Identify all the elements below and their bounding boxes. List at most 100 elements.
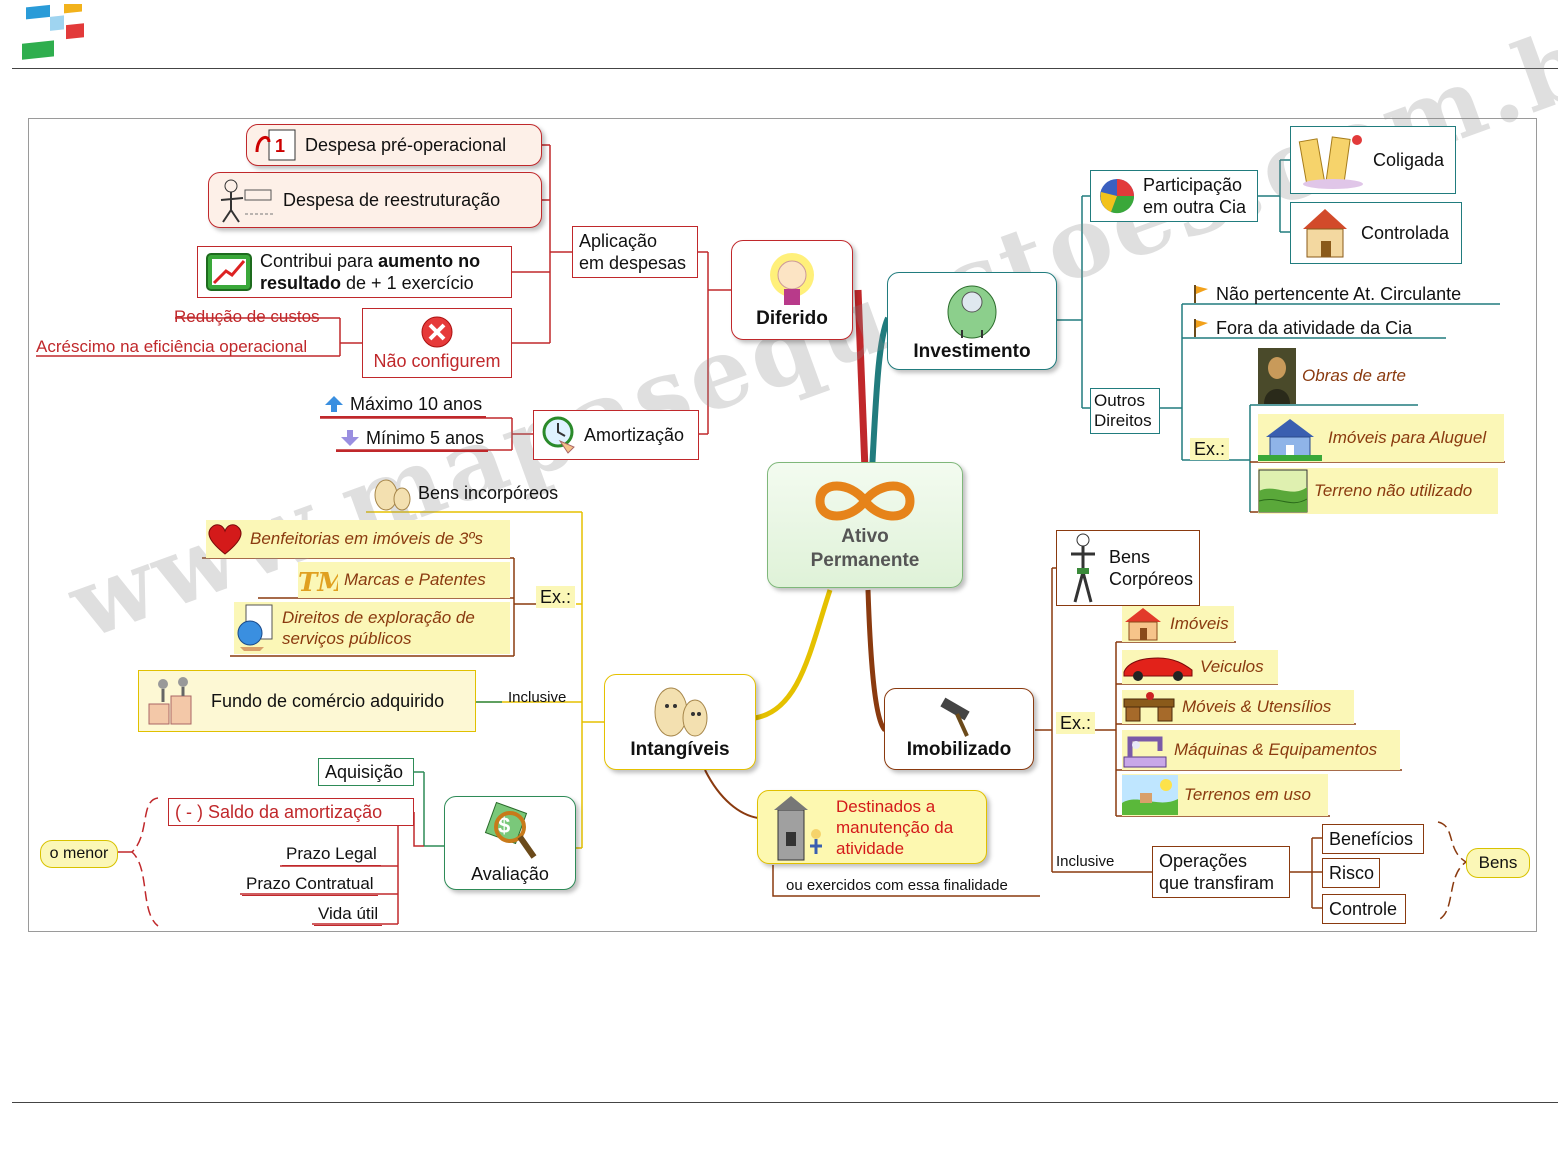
field-icon	[1258, 469, 1308, 513]
aplicacao-node[interactable]: Aplicação em despesas	[572, 226, 698, 278]
beneficios-node[interactable]: Benefícios	[1322, 824, 1424, 854]
avaliacao-node[interactable]: $ Avaliação	[444, 796, 576, 890]
coligada-node[interactable]: Coligada	[1290, 126, 1456, 194]
root-node-ativo-permanente[interactable]: Ativo Permanente	[767, 462, 963, 588]
marcas-node[interactable]: TM Marcas e Patentes	[298, 562, 510, 598]
svg-text:$: $	[498, 813, 510, 838]
imoveis-aluguel-node[interactable]: Imóveis para Aluguel	[1258, 414, 1504, 462]
money-bag-icon	[947, 285, 997, 339]
destinados-line2: manutenção da	[836, 817, 954, 837]
root-line1: Ativo	[841, 526, 889, 547]
mona-lisa-icon	[1258, 348, 1296, 404]
maquinas-label: Máquinas & Equipamentos	[1174, 740, 1378, 759]
prazo-contratual-node[interactable]: Prazo Contratual	[242, 874, 378, 896]
investimento-title: Investimento	[913, 341, 1031, 362]
direitos-line1: Direitos de exploração de	[282, 608, 475, 627]
veiculos-label: Veiculos	[1200, 657, 1264, 676]
pencil-characters-icon	[1298, 135, 1363, 189]
diferido-node[interactable]: Diferido	[731, 240, 853, 340]
operacoes-node[interactable]: Operações que transfiram	[1152, 846, 1290, 898]
bens-incorporeos-label: Bens incorpóreos	[418, 483, 559, 503]
maximo-label: Máximo 10 anos	[350, 394, 483, 414]
nao-configurem-node[interactable]: Não configurem	[362, 308, 512, 378]
benfeitorias-node[interactable]: Benfeitorias em imóveis de 3ºs	[206, 520, 510, 558]
obras-label: Obras de arte	[1302, 366, 1406, 385]
reducao-custos-node[interactable]: Redução de custos	[174, 307, 320, 326]
calendar-icon: 1	[255, 129, 296, 161]
bens-incorporeos-node[interactable]: Bens incorpóreos	[372, 474, 558, 512]
acrescimo-node[interactable]: Acréscimo na eficiência operacional	[36, 337, 308, 356]
obras-node[interactable]: Obras de arte	[1258, 348, 1406, 404]
amortizacao-node[interactable]: Amortização	[533, 410, 699, 460]
fundo-comercio-label: Fundo de comércio adquirido	[211, 691, 445, 711]
contribui-b: aumento no	[378, 251, 481, 271]
controle-node[interactable]: Controle	[1322, 894, 1406, 924]
terrenos-uso-node[interactable]: Terrenos em uso	[1122, 774, 1328, 816]
pie-chart-icon	[1100, 179, 1135, 214]
investimento-node[interactable]: Investimento	[887, 272, 1057, 370]
growth-chart-icon	[206, 253, 252, 291]
despesa-reestr-node[interactable]: Despesa de reestruturação	[208, 172, 542, 228]
controlada-node[interactable]: Controlada	[1290, 202, 1462, 264]
outros-line2: Direitos	[1094, 411, 1152, 430]
imobilizado-ex-label: Ex.:	[1056, 712, 1096, 734]
amortizacao-label: Amortização	[584, 425, 685, 445]
blob-characters-icon	[654, 687, 708, 737]
hammer-icon	[940, 697, 970, 737]
statue-icon	[1071, 533, 1095, 603]
operacoes-line2: que transfiram	[1159, 873, 1275, 893]
controlada-label: Controlada	[1361, 223, 1450, 243]
destinados-line3: atividade	[836, 838, 905, 858]
minimo-node[interactable]: Mínimo 5 anos	[336, 428, 489, 452]
prazo-legal-node[interactable]: Prazo Legal	[282, 844, 381, 866]
investimento-ex-label: Ex.:	[1190, 438, 1230, 460]
fora-atividade-node[interactable]: Fora da atividade da Cia	[1192, 316, 1412, 340]
vida-util-node[interactable]: Vida útil	[314, 904, 383, 926]
intangiveis-inclusive-label: Inclusive	[508, 689, 567, 706]
destinados-line1: Destinados a	[836, 796, 936, 816]
document-globe-icon	[237, 604, 273, 651]
flag-icon	[1194, 319, 1208, 337]
risco-node[interactable]: Risco	[1322, 858, 1380, 888]
top-divider	[12, 68, 1558, 69]
terreno-nao-node[interactable]: Terreno não utilizado	[1258, 468, 1498, 514]
bens-node[interactable]: Bens	[1466, 848, 1530, 878]
clock-hand-icon	[542, 416, 575, 454]
coligada-label: Coligada	[1373, 150, 1445, 170]
car-icon	[1123, 657, 1193, 681]
contribui-c: resultado	[260, 273, 342, 293]
saldo-amortizacao-node[interactable]: ( - ) Saldo da amortização	[168, 798, 414, 826]
despesa-preop-node[interactable]: 1 Despesa pré-operacional	[246, 124, 542, 166]
benfeitorias-label: Benfeitorias em imóveis de 3ºs	[250, 529, 483, 548]
nao-pertencente-node[interactable]: Não pertencente At. Circulante	[1192, 282, 1461, 306]
fundo-comercio-node[interactable]: Fundo de comércio adquirido	[138, 670, 476, 732]
outros-direitos-node[interactable]: Outros Direitos	[1090, 388, 1160, 434]
blue-house-icon	[1258, 419, 1322, 461]
maquinas-node[interactable]: Máquinas & Equipamentos	[1122, 730, 1400, 770]
ou-exercidos-node[interactable]: ou exercidos com essa finalidade	[786, 877, 1008, 894]
contribui-node[interactable]: Contribui para aumento no resultado de +…	[197, 246, 512, 298]
intangiveis-node[interactable]: Intangíveis	[604, 674, 756, 770]
imobilizado-node[interactable]: Imobilizado	[884, 688, 1034, 770]
despesa-reestr-label: Despesa de reestruturação	[283, 190, 501, 210]
fora-atividade-label: Fora da atividade da Cia	[1216, 318, 1413, 338]
terrenos-uso-label: Terrenos em uso	[1184, 785, 1311, 804]
sun-face-icon	[770, 253, 814, 305]
aquisicao-node[interactable]: Aquisição	[318, 758, 414, 786]
maximo-node[interactable]: Máximo 10 anos	[320, 394, 487, 418]
o-menor-node[interactable]: o menor	[40, 840, 118, 868]
blob-characters-icon	[374, 479, 411, 511]
contribui-a: Contribui para	[260, 251, 379, 271]
moveis-node[interactable]: Móveis & Utensílios	[1122, 690, 1354, 724]
avaliacao-label: Avaliação	[471, 864, 549, 884]
intangiveis-ex-label: Ex.:	[536, 586, 576, 608]
shop-figures-icon	[148, 677, 192, 725]
veiculos-node[interactable]: Veiculos	[1122, 650, 1278, 684]
nao-pertencente-label: Não pertencente At. Circulante	[1216, 284, 1462, 304]
imoveis-node[interactable]: Imóveis	[1122, 606, 1234, 642]
